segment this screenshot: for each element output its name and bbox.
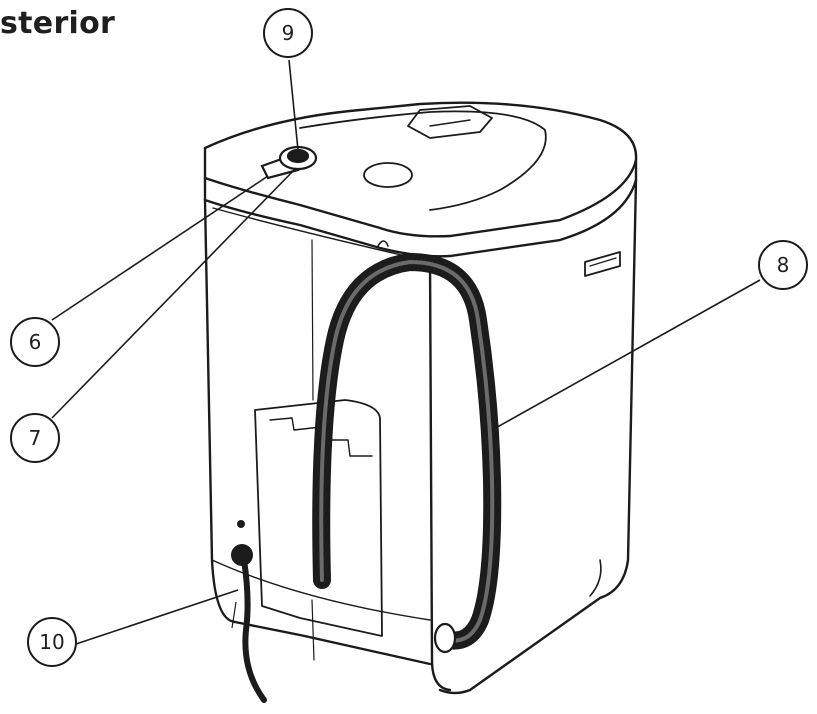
callout-8-label: 8 <box>777 253 790 277</box>
appliance-body <box>203 101 638 695</box>
leader-lines <box>51 59 761 645</box>
page-title: sterior <box>0 6 116 41</box>
power-cord <box>231 520 267 703</box>
callout-8: 8 <box>758 240 808 290</box>
callout-9-label: 9 <box>282 21 295 45</box>
callout-6-label: 6 <box>29 330 42 354</box>
top-knob <box>260 145 318 180</box>
callout-6: 6 <box>10 317 60 367</box>
callout-7-label: 7 <box>29 426 42 450</box>
drain-hose <box>312 252 502 654</box>
callout-10-label: 10 <box>39 630 64 654</box>
callout-9: 9 <box>263 8 313 58</box>
callout-7: 7 <box>10 413 60 463</box>
callout-10: 10 <box>27 617 77 667</box>
